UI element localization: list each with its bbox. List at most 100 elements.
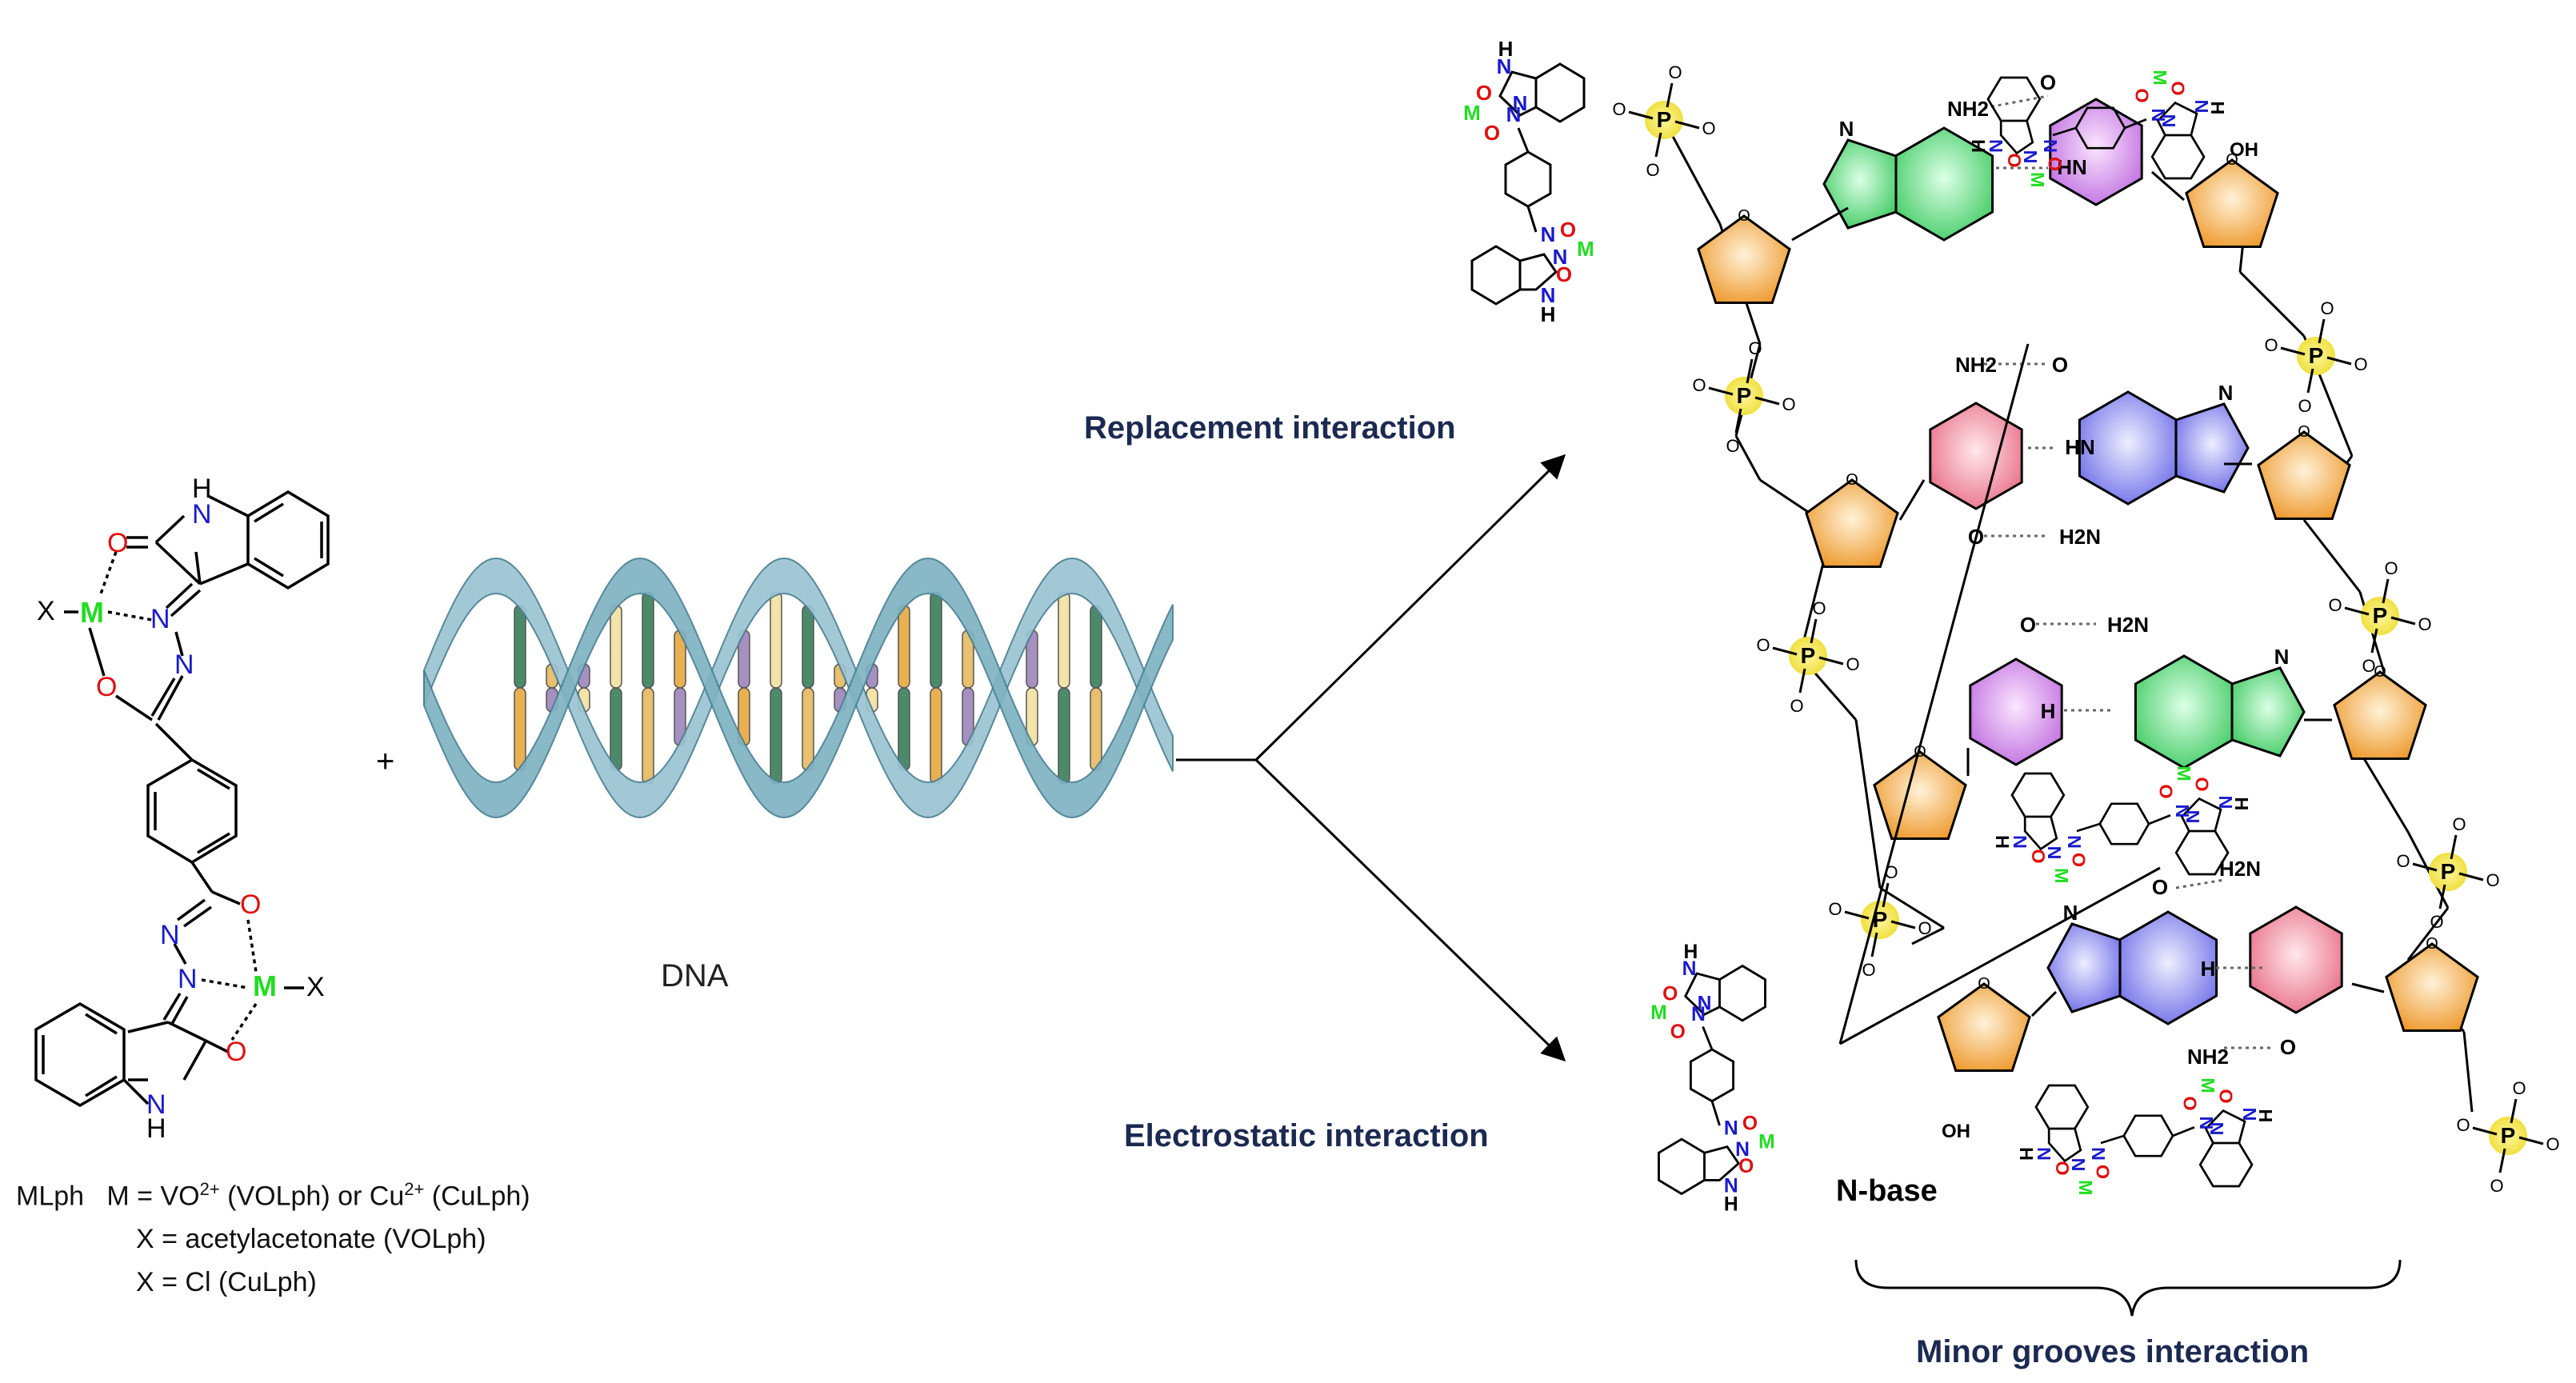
- legend-metal-suffix: (CuLph): [424, 1181, 530, 1212]
- mini-atom-label: N: [1553, 245, 1568, 269]
- mini-five-ring: [1684, 972, 1721, 1017]
- base-pair-half: [802, 687, 814, 771]
- mini-benzene-ring: [2034, 1084, 2090, 1130]
- mini-atom-label: H: [1968, 139, 1989, 153]
- phosphate-oxygen-label: O: [1702, 118, 1715, 138]
- base-pair-half: [898, 687, 910, 771]
- legend-complex-name: MLph: [16, 1181, 85, 1212]
- mini-five-ring: [2204, 1109, 2246, 1144]
- mini-phenyl-ring: [2122, 1114, 2174, 1157]
- p-o-bond: [2498, 1148, 2506, 1173]
- amine-label: H2N: [2219, 857, 2261, 881]
- mini-atom-label: M: [2150, 70, 2170, 86]
- mini-atom-label: N: [1541, 283, 1556, 307]
- dna-double-helix: [423, 557, 1174, 819]
- mini-bond: [1710, 1101, 1721, 1126]
- mini-atom-label: O: [2069, 853, 2090, 867]
- sugar-ring-4: [1937, 982, 2031, 1072]
- p-o-bond: [1890, 920, 1916, 929]
- atom-x-top: X: [37, 596, 55, 626]
- backbone-bond: [2238, 270, 2306, 338]
- mini-atom-label: N: [2148, 108, 2169, 122]
- atom-h-bottom: H: [146, 1113, 166, 1144]
- base-pair-half: [610, 605, 622, 689]
- p-o-bond: [2390, 616, 2416, 626]
- bond: [88, 627, 106, 677]
- mini-atom-label: M: [1650, 1002, 1667, 1024]
- base-pair-half: [642, 687, 654, 785]
- phosphate-oxygen-label: O: [2320, 298, 2334, 318]
- mini-atom-label: N: [2064, 835, 2085, 849]
- p-o-bond: [1674, 120, 1700, 130]
- mini-atom-label: H: [2016, 1147, 2037, 1161]
- p-o-bond: [1746, 358, 1754, 384]
- mini-five-ring: [1999, 120, 2034, 155]
- base-pair-half: [514, 605, 526, 689]
- mini-atom-label: H: [1498, 37, 1514, 61]
- bond: [254, 557, 284, 578]
- mini-five-ring: [1704, 1145, 1741, 1181]
- phosphate-oxygen-label: O: [1790, 696, 1803, 716]
- dna-label: DNA: [661, 958, 729, 993]
- phosphate-oxygen-label: O: [1748, 338, 1762, 358]
- mini-five-ring: [2156, 101, 2198, 136]
- p-o-bond: [1810, 618, 1818, 644]
- atom-o-bottom: O: [226, 1037, 247, 1067]
- phosphate-8: [2489, 1117, 2527, 1155]
- backbone-bond: [2302, 519, 2362, 593]
- mini-atom-label: M: [1463, 101, 1481, 125]
- sugar-ring-7: [2333, 670, 2427, 760]
- mini-atom-label: N: [2068, 1158, 2089, 1172]
- bond: [203, 1038, 229, 1053]
- imine-label: H: [2041, 699, 2056, 723]
- p-o-bond: [1666, 82, 1674, 108]
- sugar-oxygen-label: O: [2298, 423, 2310, 441]
- backbone-bond: [1898, 479, 1926, 521]
- phosphate-oxygen-label: O: [2418, 614, 2431, 634]
- adenine-2-n-label: N: [2274, 645, 2290, 669]
- legend-metal-prefix: M = VO: [106, 1181, 200, 1212]
- phosphate-6: [2361, 597, 2399, 635]
- imine-label: HN: [2057, 155, 2087, 179]
- legend-metal-mid: (VOLph) or Cu: [219, 1181, 405, 1212]
- mini-atom-label: M: [2051, 868, 2072, 884]
- mini-atom-label: N: [1691, 1004, 1706, 1025]
- mini-atom-label: H: [2255, 1109, 2276, 1122]
- mini-atom-label: O: [1738, 1156, 1754, 1177]
- mlph-structure: [34, 490, 330, 1108]
- backbone-bond: [1854, 719, 1882, 889]
- phosphate-oxygen-label: O: [1612, 99, 1626, 119]
- groove-wedge: [1838, 343, 2161, 1045]
- bond: [165, 582, 194, 610]
- phosphate-oxygen-label: O: [1726, 436, 1739, 456]
- phosphorus-label: P: [2441, 859, 2456, 884]
- amine-label: NH2: [1955, 353, 1997, 377]
- mini-benzene-ring: [1658, 1137, 1706, 1196]
- base-pair-half: [1058, 687, 1070, 785]
- mini-benzene-ring: [1718, 964, 1766, 1022]
- mini-benzene-ring: [2010, 772, 2066, 818]
- p-o-bond: [1628, 110, 1654, 120]
- backbone-bond: [2406, 831, 2450, 909]
- mini-atom-label: O: [1742, 1113, 1758, 1135]
- bond: [207, 494, 249, 518]
- base-pair-half: [802, 605, 814, 689]
- mini-atom-label: N: [2239, 1108, 2260, 1121]
- adenine-1-n-label: N: [1839, 117, 1854, 141]
- backbone-bond: [1662, 119, 1722, 225]
- backbone-bond: [2151, 170, 2185, 202]
- phosphorus-label: P: [1737, 383, 1752, 408]
- legend-row-metal: MLph M = VO2+ (VOLph) or Cu2+ (CuLph): [16, 1168, 530, 1217]
- backbone-bond: [2462, 1031, 2474, 1113]
- bond: [182, 1039, 208, 1081]
- legend-sup-2: 2+: [404, 1179, 425, 1199]
- mini-atom-label: O: [2093, 1165, 2114, 1179]
- backbone-bond: [2030, 990, 2058, 1017]
- phosphorus-label: P: [2309, 343, 2324, 368]
- wedge-line: [1838, 343, 2030, 1045]
- sugar-ring-8: [2385, 942, 2479, 1032]
- p-o-bond: [1734, 408, 1742, 434]
- amine-label: H2N: [2059, 525, 2101, 549]
